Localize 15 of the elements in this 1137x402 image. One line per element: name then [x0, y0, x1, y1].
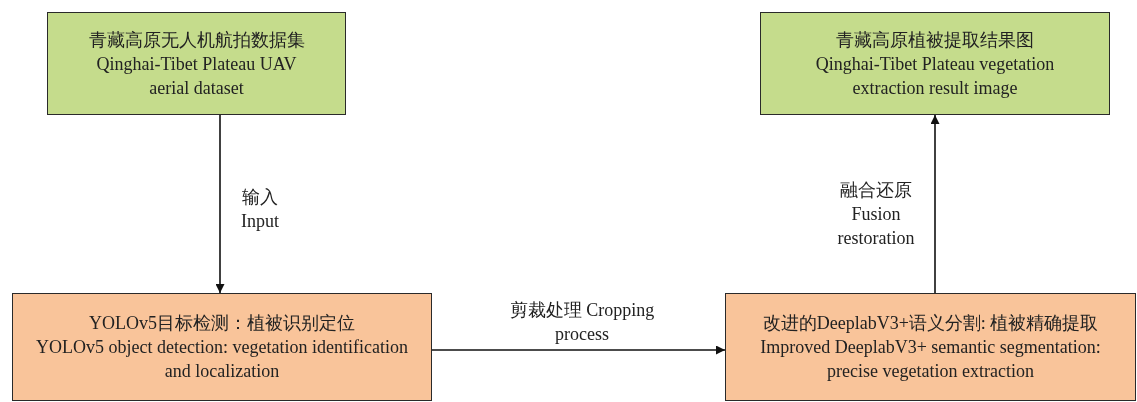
data-box: [47, 12, 346, 115]
box-text: Qinghai-Tibet Plateau vegetation extraction result image: [814, 52, 1056, 100]
arrow: [930, 114, 940, 294]
process-box: [725, 293, 1136, 401]
arrow: [431, 345, 726, 355]
box-text: Qinghai-Tibet Plateau UAV aerial dataset: [95, 52, 298, 100]
box-text: YOLOv5 object detection: vegetation identification and localization: [35, 336, 409, 383]
data-box: [760, 12, 1110, 115]
box-text: 改进的DeeplabV3+语义分割: 植被精确提取: [762, 312, 1099, 335]
process-box: [12, 293, 432, 401]
box-text: 青藏高原无人机航拍数据集: [88, 28, 305, 52]
box-text: 青藏高原植被提取结果图: [836, 28, 1034, 52]
box-text: YOLOv5目标检测：植被识别定位: [89, 312, 355, 335]
arrow: [215, 114, 225, 294]
box-text: Improved DeeplabV3+ semantic segmentation: precise vegetation extraction: [759, 336, 1102, 383]
